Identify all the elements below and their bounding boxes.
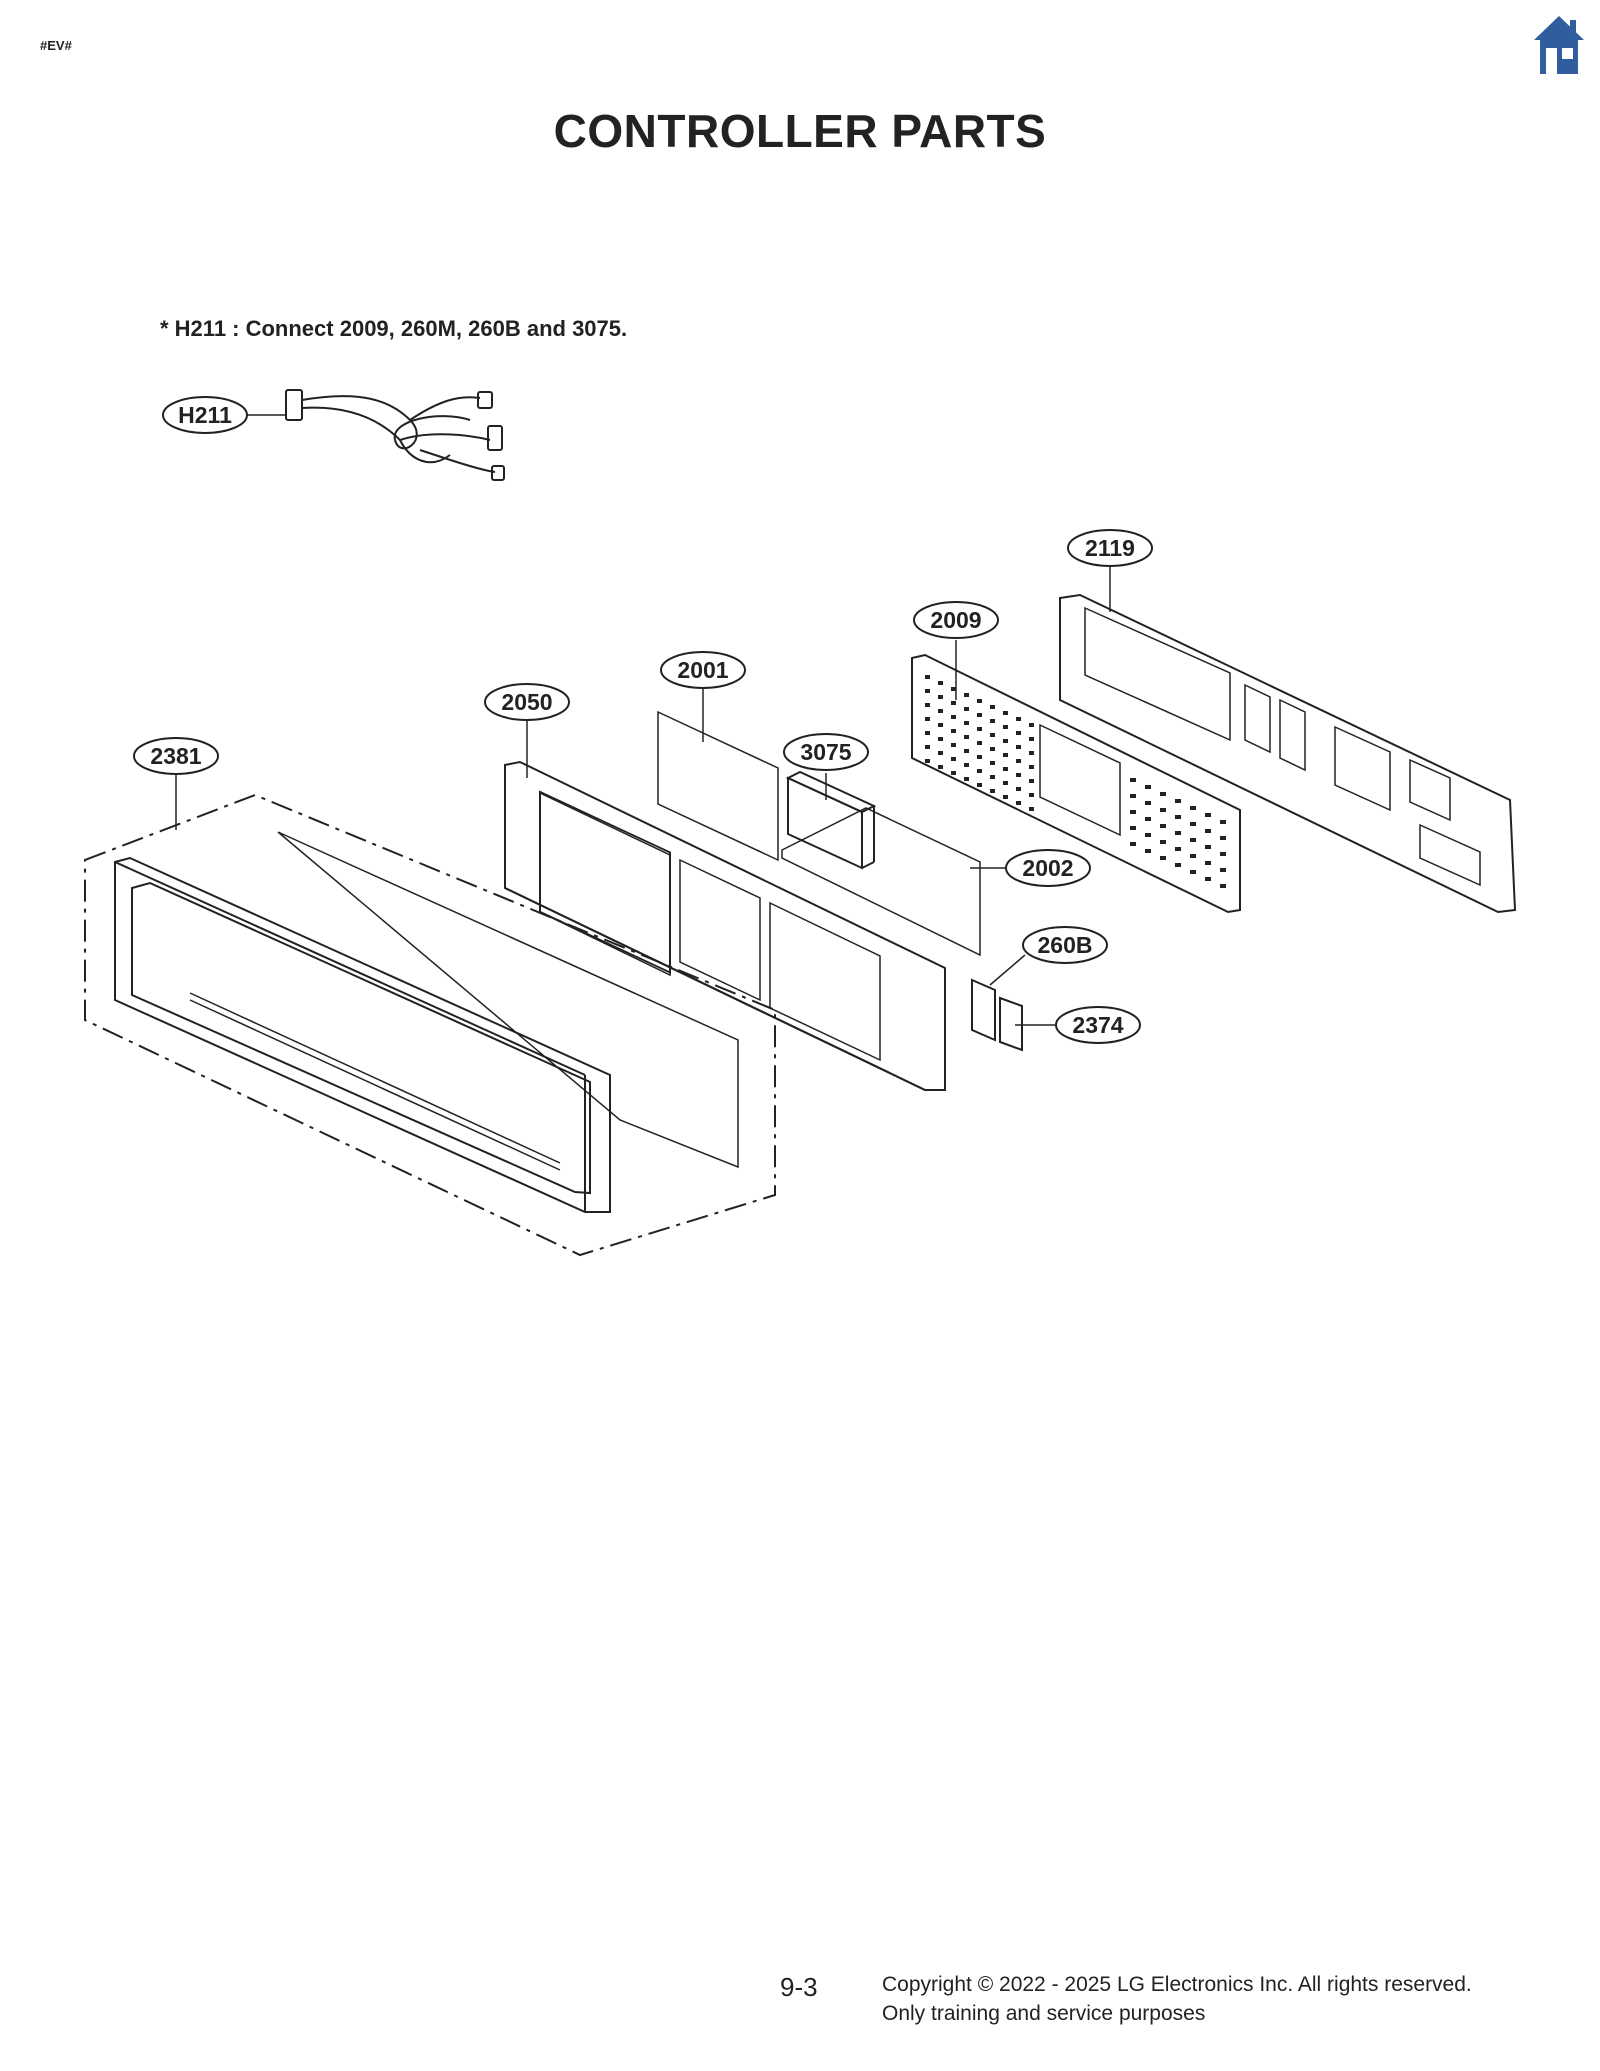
callout-label: 2374: [1072, 1012, 1123, 1038]
callout-3075: 3075: [783, 733, 869, 771]
page-title: CONTROLLER PARTS: [553, 105, 1047, 157]
pcb-components: [925, 675, 1226, 888]
panel-frame-2050: [504, 760, 946, 1091]
part-260b: [971, 978, 996, 1042]
callout-label: 2009: [930, 607, 981, 633]
copyright-text: Copyright © 2022 - 2025 LG Electronics I…: [882, 1973, 1472, 1996]
callout-2381: 2381: [133, 737, 219, 775]
callout-label: 2050: [501, 689, 552, 715]
module-3075: [785, 770, 877, 870]
document-tag: #EV#: [40, 38, 72, 53]
sheet-2002: [781, 807, 981, 957]
callout-label: 2381: [150, 743, 201, 769]
pcb-2009: [911, 653, 1241, 914]
bracket-2119: [1059, 593, 1517, 914]
callout-2374: 2374: [1055, 1006, 1141, 1044]
callout-labels: H211 2119 2009 2001 2050 3075 2381 2002 260B 2374: [133, 396, 1153, 1044]
copyright-block: Copyright © 2022 - 2025 LG Electronics I…: [882, 1970, 1472, 2028]
glass-panel: [277, 831, 739, 1169]
callout-label: 260B: [1038, 932, 1093, 958]
bracket-2374: [999, 996, 1023, 1052]
callout-2002: 2002: [1005, 849, 1091, 887]
connection-note: * H211 : Connect 2009, 260M, 260B and 30…: [160, 316, 628, 341]
callout-2001: 2001: [660, 651, 746, 689]
callout-2009: 2009: [913, 601, 999, 639]
callout-260b: 260B: [1022, 926, 1108, 964]
sheet-2001: [657, 710, 779, 862]
usage-notice: Only training and service purposes: [882, 2002, 1206, 2025]
wire-harness-h211: [285, 389, 505, 481]
callout-label: H211: [178, 402, 232, 428]
callout-h211: H211: [162, 396, 248, 434]
callout-2050: 2050: [484, 683, 570, 721]
page-number: 9-3: [780, 1972, 818, 2002]
front-frame-2381: [114, 856, 611, 1213]
home-button[interactable]: [1532, 14, 1586, 76]
callout-label: 2001: [677, 657, 728, 683]
assembly-outline-2381: [84, 793, 776, 1257]
callout-label: 2002: [1022, 855, 1073, 881]
callout-label: 3075: [800, 739, 851, 765]
callout-2119: 2119: [1067, 529, 1153, 567]
callout-label: 2119: [1085, 535, 1135, 561]
leader-lines: [175, 414, 1111, 1026]
home-icon: [1534, 16, 1584, 74]
